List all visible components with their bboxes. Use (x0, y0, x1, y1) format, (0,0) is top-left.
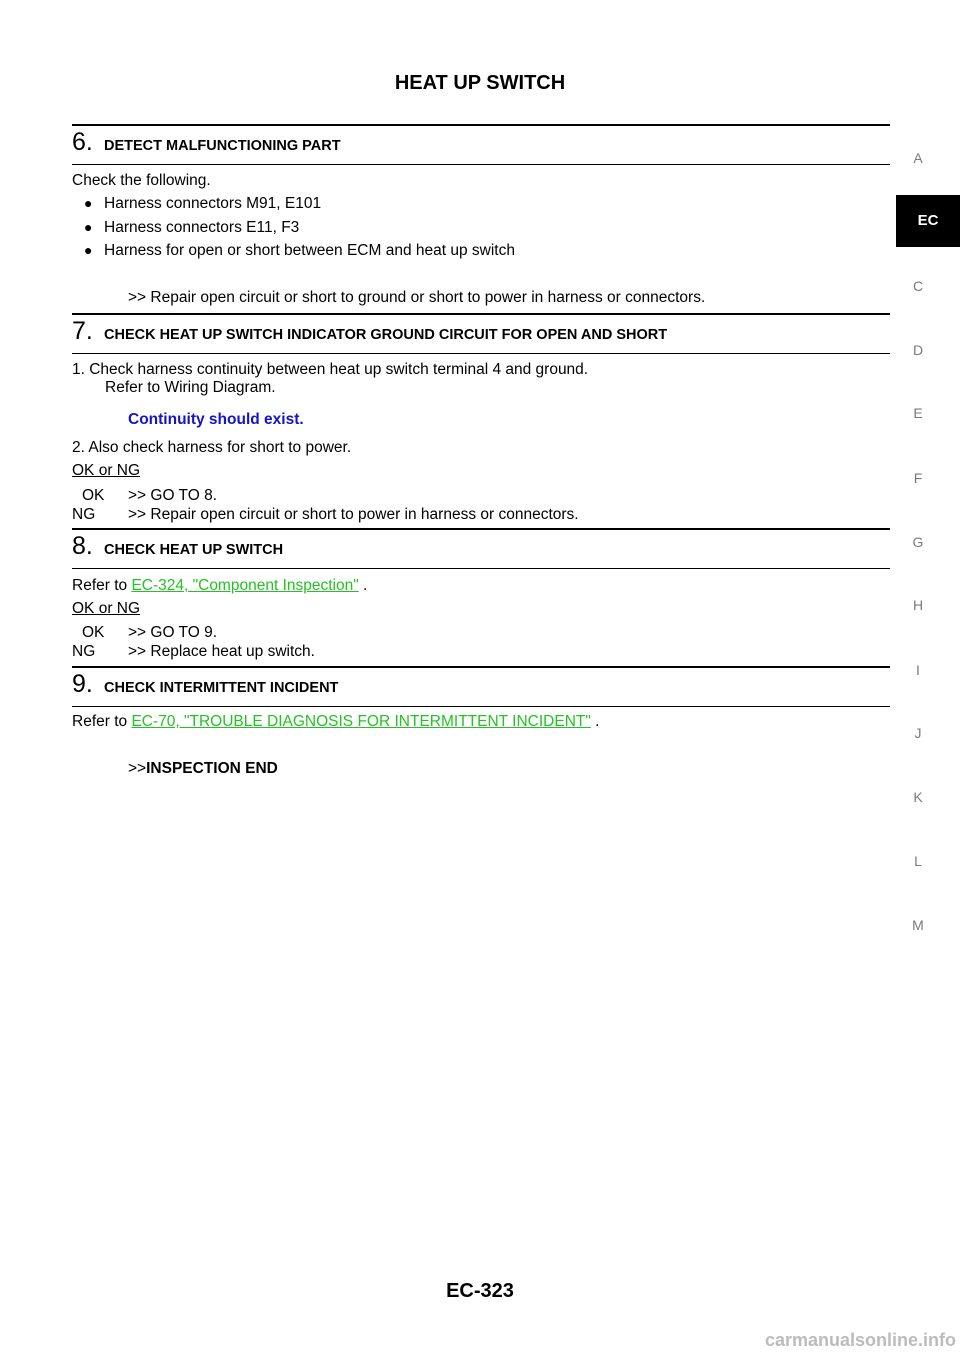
list-item: Harness for open or short between ECM an… (104, 242, 515, 259)
step-title: CHECK HEAT UP SWITCH (104, 542, 284, 558)
end-action: >>INSPECTION END (128, 759, 278, 779)
ok-or-ng-label: OK or NG (72, 462, 141, 479)
ok-action: >> GO TO 9. (128, 624, 218, 641)
end-prefix: >> (128, 760, 147, 777)
component-inspection-link[interactable]: EC-324, "Component Inspection" (131, 577, 359, 594)
specification: Continuity should exist. (128, 411, 304, 428)
refer-prefix: Refer to (72, 577, 128, 594)
step-9-reference: Refer to EC-70, "TROUBLE DIAGNOSIS FOR I… (72, 712, 599, 732)
refer-prefix: Refer to (72, 713, 128, 730)
ok-label: OK (82, 487, 105, 504)
end-text: INSPECTION END (146, 760, 278, 777)
sidebar-tab-ec-active[interactable]: EC (896, 195, 960, 247)
ng-action: >> Replace heat up switch. (128, 643, 315, 660)
step-number: 9. (72, 670, 93, 698)
step-8-header: 8. CHECK HEAT UP SWITCH (72, 528, 890, 569)
step-8-reference: Refer to EC-324, "Component Inspection" … (72, 576, 367, 596)
step-6-action: >> Repair open circuit or short to groun… (128, 289, 706, 306)
ok-or-ng-label: OK or NG (72, 600, 141, 617)
step-title: CHECK INTERMITTENT INCIDENT (104, 680, 339, 696)
step-6-header: 6. DETECT MALFUNCTIONING PART (72, 124, 890, 165)
step-title: CHECK HEAT UP SWITCH INDICATOR GROUND CI… (104, 327, 668, 343)
bullet-icon: ● (84, 219, 93, 235)
step-number: 8. (72, 532, 93, 560)
sidebar-tab-f[interactable]: F (913, 470, 923, 486)
list-item: Harness connectors M91, E101 (104, 195, 322, 212)
step-6-intro: Check the following. (72, 172, 211, 189)
sidebar-tab-c[interactable]: C (912, 278, 924, 294)
sidebar-tab-j[interactable]: J (914, 725, 922, 741)
step-7-header: 7. CHECK HEAT UP SWITCH INDICATOR GROUND… (72, 313, 890, 354)
bullet-icon: ● (84, 242, 93, 258)
sidebar-active-label: EC (917, 212, 939, 229)
bullet-icon: ● (84, 195, 93, 211)
step-title: DETECT MALFUNCTIONING PART (104, 138, 341, 154)
sidebar-tab-d[interactable]: D (912, 342, 924, 358)
step-number: 6. (72, 128, 93, 156)
watermark: carmanualsonline.info (764, 1330, 956, 1350)
step-7-line1b: Refer to Wiring Diagram. (105, 379, 276, 396)
ng-label: NG (72, 643, 96, 660)
list-item: Harness connectors E11, F3 (104, 219, 300, 236)
refer-suffix: . (595, 713, 600, 730)
step-number: 7. (72, 317, 93, 345)
sidebar-tab-i[interactable]: I (916, 662, 920, 678)
ng-label: NG (72, 506, 96, 523)
step-7-line2: 2. Also check harness for short to power… (72, 439, 352, 456)
sidebar-tab-e[interactable]: E (913, 405, 923, 421)
step-9-header: 9. CHECK INTERMITTENT INCIDENT (72, 666, 890, 707)
page-title: HEAT UP SWITCH (394, 72, 566, 94)
sidebar-tab-k[interactable]: K (913, 789, 923, 805)
ng-action: >> Repair open circuit or short to power… (128, 506, 579, 523)
ok-action: >> GO TO 8. (128, 487, 218, 504)
intermittent-incident-link[interactable]: EC-70, "TROUBLE DIAGNOSIS FOR INTERMITTE… (131, 713, 591, 730)
page-number: EC-323 (446, 1280, 514, 1302)
sidebar-tab-g[interactable]: G (912, 534, 924, 550)
ok-label: OK (82, 624, 105, 641)
sidebar-tab-h[interactable]: H (912, 597, 924, 613)
step-7-line1: 1. Check harness continuity between heat… (72, 361, 589, 378)
sidebar-tab-a[interactable]: A (913, 150, 923, 166)
sidebar-tab-m[interactable]: M (912, 917, 924, 933)
refer-suffix: . (363, 577, 368, 594)
sidebar-tab-l[interactable]: L (914, 853, 922, 869)
